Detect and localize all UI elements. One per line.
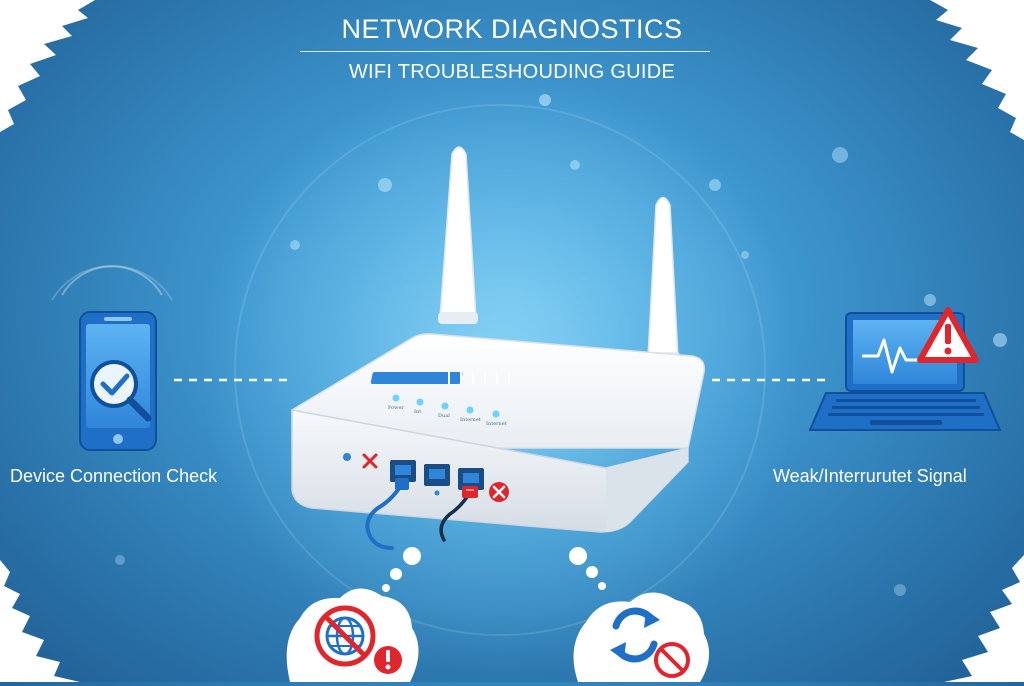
router: Power Int Dual Internet Internet — [291, 146, 705, 533]
torn-edge-top-right — [930, 0, 1024, 140]
weak-signal-caption: Weak/Interrurutet Signal — [773, 466, 967, 486]
router-signal-bars — [370, 372, 463, 384]
ethernet-cable-red — [439, 486, 478, 542]
thought-dots-left — [382, 547, 421, 592]
ethernet-port-2 — [424, 464, 450, 486]
led-label-0: Power — [388, 405, 404, 411]
status-x-icon — [362, 453, 378, 469]
torn-edge-bottom-left — [0, 560, 80, 682]
laptop-warning-icon — [808, 307, 1002, 431]
torn-edge-top-left — [0, 0, 95, 132]
title-divider — [300, 51, 710, 52]
glow-ring — [234, 104, 766, 636]
device-connection-caption: Device Connection Check — [10, 466, 218, 486]
ethernet-port-1 — [390, 460, 416, 482]
router-antenna-left — [438, 146, 478, 324]
led-label-3: Internet — [460, 417, 481, 423]
page-title: NETWORK DIAGNOSTICS — [341, 14, 683, 44]
bokeh-lights — [115, 94, 1007, 596]
router-leds — [392, 394, 500, 418]
ethernet-port-3 — [458, 468, 484, 490]
smartphone-check-icon — [51, 265, 173, 451]
page-subtitle: WIFI TROUBLESHOUDING GUIDE — [348, 61, 676, 83]
port-error-icon — [489, 482, 509, 502]
refresh-blocked-icon — [573, 592, 710, 682]
led-label-1: Int — [414, 409, 421, 415]
no-internet-globe-icon — [286, 588, 419, 682]
torn-edge-bottom-right — [944, 555, 1024, 682]
led-label-2: Dual — [438, 413, 450, 419]
router-led-labels: Power Int Dual Internet Internet — [388, 405, 507, 427]
ethernet-cable-blue — [365, 478, 409, 550]
port-led — [434, 490, 440, 496]
thought-dots-right — [569, 547, 606, 590]
power-led — [343, 453, 351, 461]
led-label-4: Internet — [486, 421, 507, 427]
